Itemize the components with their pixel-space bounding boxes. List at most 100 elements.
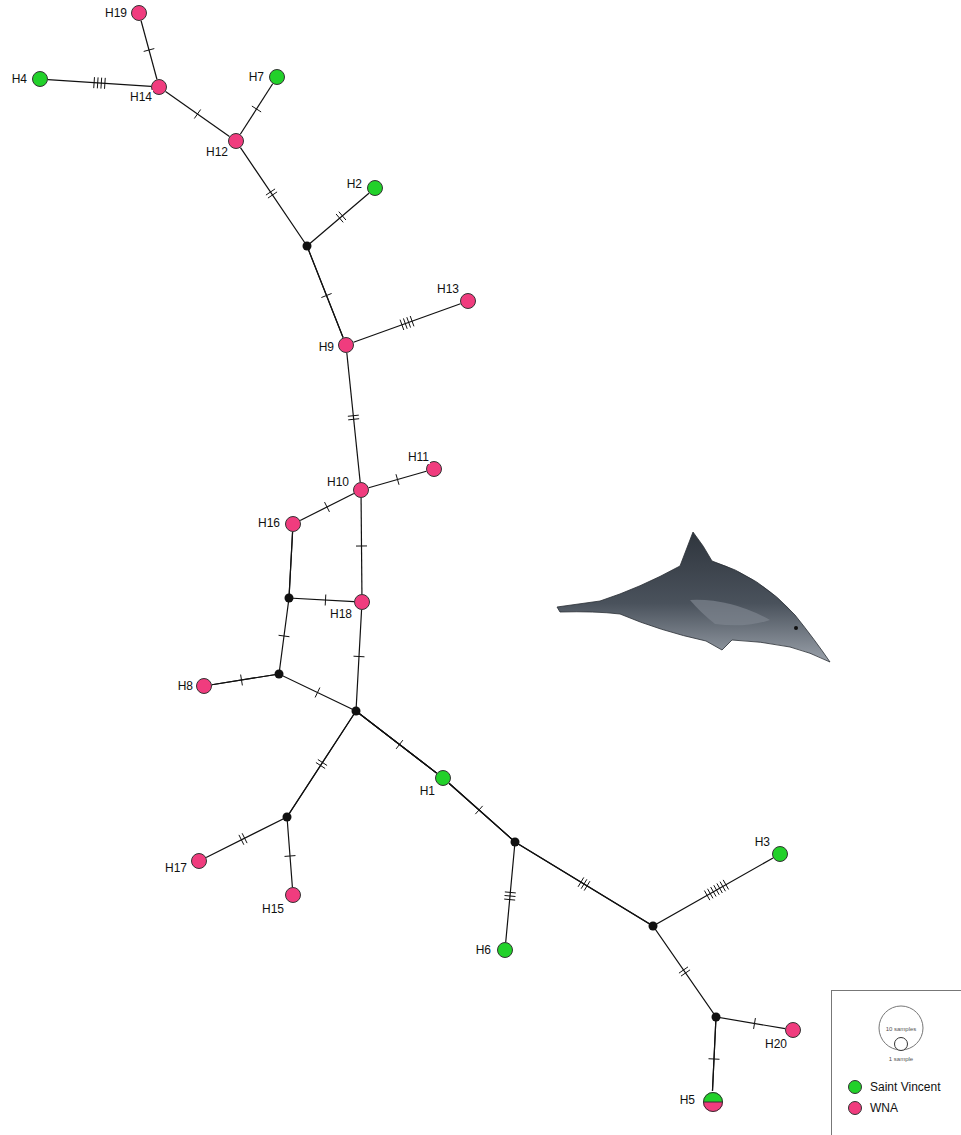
mutation-tick bbox=[354, 656, 365, 658]
median-vector bbox=[283, 813, 292, 822]
haplotype-node: H10 bbox=[353, 482, 369, 498]
haplotype-node: H4 bbox=[32, 71, 48, 87]
haplotype-label: H7 bbox=[248, 70, 265, 84]
mutation-tick bbox=[104, 78, 106, 89]
mutation-tick bbox=[100, 78, 102, 89]
haplotype-node: H1 bbox=[435, 770, 451, 786]
haplotype-label: H17 bbox=[164, 861, 188, 875]
median-vector bbox=[712, 1013, 721, 1022]
dolphin-flank bbox=[690, 600, 770, 626]
mutation-tick bbox=[242, 833, 247, 843]
size-legend bbox=[832, 991, 961, 1135]
size-legend-label: 1 sample bbox=[889, 1056, 913, 1063]
network-link bbox=[287, 711, 437, 887]
dolphin-eye bbox=[794, 626, 798, 630]
haplotype-label: H16 bbox=[257, 516, 281, 530]
median-vector bbox=[511, 838, 520, 847]
haplotype-node: H5 bbox=[702, 1091, 722, 1111]
network-link bbox=[354, 304, 461, 343]
network-link bbox=[141, 21, 157, 80]
mutation-tick bbox=[709, 1058, 720, 1060]
mutation-tick bbox=[403, 318, 407, 328]
pie-slice bbox=[703, 1102, 723, 1112]
network-link bbox=[449, 783, 773, 926]
median-vector bbox=[649, 922, 658, 931]
mutation-tick bbox=[400, 320, 404, 330]
haplotype-node: H2 bbox=[367, 180, 383, 196]
network-link bbox=[369, 471, 427, 488]
mutation-tick bbox=[407, 317, 411, 327]
haplotype-label: H6 bbox=[475, 943, 492, 957]
network-link bbox=[166, 92, 230, 137]
haplotype-label: H19 bbox=[104, 6, 128, 20]
haplotype-node: H15 bbox=[285, 887, 301, 903]
mutation-tick bbox=[475, 806, 482, 814]
mutation-tick bbox=[325, 595, 327, 606]
split-pie bbox=[702, 1091, 724, 1113]
network-link bbox=[356, 610, 437, 773]
mutation-tick bbox=[285, 855, 296, 857]
mutation-tick bbox=[315, 688, 320, 698]
mutation-tick bbox=[396, 474, 399, 485]
legend-box bbox=[832, 991, 961, 1135]
haplotype-node: H6 bbox=[497, 942, 513, 958]
network-link bbox=[712, 1017, 785, 1091]
mutation-tick bbox=[584, 881, 590, 890]
legend-label: Saint Vincent bbox=[870, 1079, 941, 1095]
median-vector bbox=[303, 242, 312, 251]
network-link bbox=[206, 711, 437, 857]
haplotype-node: H19 bbox=[131, 5, 147, 21]
dolphin-body bbox=[557, 532, 830, 662]
haplotype-node: H8 bbox=[196, 678, 212, 694]
haplotype-label: H13 bbox=[436, 282, 460, 296]
mutation-tick bbox=[410, 316, 414, 326]
mutation-tick bbox=[505, 892, 516, 893]
mutation-tick bbox=[325, 502, 330, 512]
network-link bbox=[347, 353, 360, 482]
median-group bbox=[275, 242, 721, 1022]
network-link bbox=[48, 80, 151, 87]
haplotype-node: H11 bbox=[426, 461, 442, 477]
haplotype-label: H4 bbox=[11, 72, 28, 86]
legend-swatch bbox=[848, 1080, 862, 1094]
network-link bbox=[449, 783, 716, 1091]
haplotype-node: H18 bbox=[354, 594, 370, 610]
haplotype-node: H7 bbox=[269, 69, 285, 85]
mutation-tick bbox=[348, 415, 359, 416]
network-link bbox=[300, 494, 354, 521]
haplotype-node: H9 bbox=[338, 337, 354, 353]
mutation-tick bbox=[239, 835, 244, 845]
mutation-tick bbox=[681, 970, 690, 976]
median-vector bbox=[275, 670, 284, 679]
haplotype-node: H14 bbox=[151, 79, 167, 95]
mutation-tick bbox=[252, 106, 261, 112]
haplotype-node: H17 bbox=[191, 853, 207, 869]
haplotype-label: H12 bbox=[205, 145, 229, 159]
mutation-tick bbox=[316, 763, 325, 769]
haplotype-label: H1 bbox=[419, 784, 436, 798]
haplotype-label: H15 bbox=[261, 902, 285, 916]
mutation-tick bbox=[396, 740, 403, 749]
mutation-tick bbox=[504, 899, 515, 900]
mutation-tick bbox=[194, 109, 200, 118]
median-vector bbox=[352, 707, 361, 716]
mutation-tick bbox=[93, 77, 95, 88]
mutation-tick bbox=[321, 293, 331, 297]
haplotype-label: H2 bbox=[346, 177, 363, 191]
haplotype-label: H20 bbox=[764, 1037, 788, 1051]
mutation-tick bbox=[348, 419, 359, 420]
mutation-tick bbox=[356, 545, 367, 546]
haplotype-label: H10 bbox=[326, 475, 350, 489]
connector-group bbox=[48, 21, 785, 1091]
mutation-tick bbox=[144, 49, 155, 52]
haplotype-label: H5 bbox=[679, 1093, 696, 1107]
tick-group bbox=[94, 49, 756, 1060]
haplotype-label: H3 bbox=[754, 835, 771, 849]
haplotype-node: H20 bbox=[785, 1022, 801, 1038]
haplotype-node: H12 bbox=[228, 133, 244, 149]
network-link bbox=[449, 783, 515, 942]
haplotype-node: H13 bbox=[460, 293, 476, 309]
network-link bbox=[307, 193, 369, 337]
